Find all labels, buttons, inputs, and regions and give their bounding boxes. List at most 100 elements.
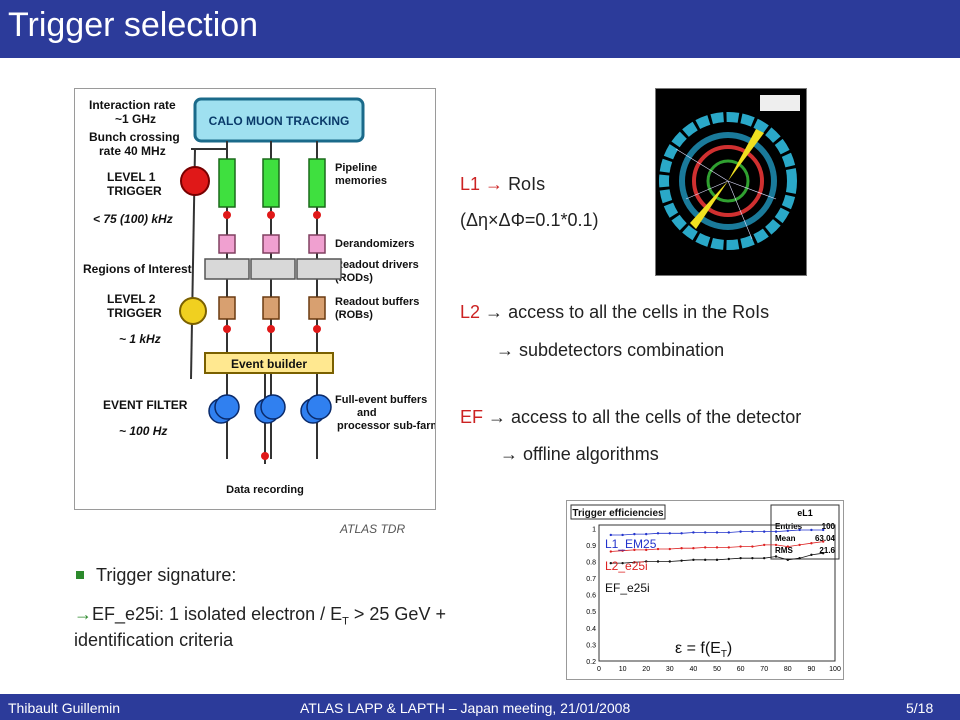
data-point (621, 549, 624, 552)
ef-line: EF → access to all the cells of the dete… (460, 407, 801, 428)
mean-label: Mean (775, 534, 796, 543)
data-recording-label: Data recording (226, 484, 304, 496)
x-tick-label: 70 (760, 666, 768, 673)
data-point (656, 560, 660, 563)
pipeline-label: Pipeline (335, 162, 377, 174)
l2-line2: → subdetectors combination (496, 340, 724, 361)
data-point (822, 528, 825, 532)
signature-bullet: Trigger signature: (96, 565, 237, 585)
legend-ef: EF_e25i (605, 581, 650, 595)
data-point (715, 531, 719, 534)
data-point (680, 547, 683, 550)
data-point (810, 528, 813, 532)
arrow-icon: → (488, 407, 507, 427)
data-point (668, 532, 671, 535)
series-group (609, 528, 825, 565)
footer-author: Thibault Guillemin (8, 700, 121, 716)
arrow-icon: → (74, 604, 92, 624)
data-point (798, 528, 801, 532)
l1-text: RoIs (508, 174, 546, 194)
interaction-rate-value: ~1 GHz (115, 112, 156, 126)
rms-value: 21.6 (819, 546, 835, 555)
y-tick-label: 0.9 (586, 543, 596, 550)
full-event-label: Full-event buffers (335, 394, 427, 406)
data-point (751, 545, 754, 548)
footer-page: 5/18 (906, 700, 934, 716)
data-point (680, 559, 683, 562)
y-tick-label: 0.4 (586, 626, 596, 633)
ef-text2: offline algorithms (523, 444, 659, 464)
data-point (774, 543, 778, 547)
l2-text2: subdetectors combination (519, 340, 725, 360)
data-point (692, 547, 695, 550)
data-point (668, 560, 671, 563)
legend-l1: L1_EM25 (605, 537, 657, 551)
data-point (727, 546, 730, 549)
diagram-caption: ATLAS TDR (340, 522, 406, 536)
x-tick-label: 10 (619, 666, 627, 673)
data-point (609, 533, 612, 537)
data-point (692, 558, 695, 562)
interaction-rate-label: Interaction rate (89, 98, 176, 112)
formula-sub: T (721, 649, 727, 660)
efficiency-plot: Trigger efficiencies eL1 Entries 10 0 Mea… (566, 500, 844, 680)
rate2-label: ~ 1 kHz (119, 332, 161, 346)
event-filter-label: EVENT FILTER (103, 398, 188, 412)
l2-prefix: L2 (460, 302, 481, 322)
bunch-rate-label: rate 40 MHz (99, 144, 166, 158)
data-point (656, 547, 660, 551)
y-tick-label: 0.8 (586, 559, 596, 566)
stat-name: eL1 (797, 508, 813, 518)
y-ticks: 10.90.80.70.60.50.40.30.2 (586, 526, 596, 666)
event-display-image (655, 88, 807, 276)
plot-title: Trigger efficiencies (572, 508, 664, 519)
detectors-label: CALO MUON TRACKING (209, 114, 350, 128)
data-point (751, 556, 754, 560)
data-point (739, 556, 742, 560)
data-point (774, 555, 778, 558)
arrow-icon: → (485, 174, 504, 194)
data-point (798, 543, 801, 547)
robs-label: (ROBs) (335, 309, 373, 321)
signature-line1-sub: T (342, 615, 349, 628)
level1-label: LEVEL 1 (107, 170, 156, 184)
roi-label: Regions of Interest (83, 262, 192, 276)
trigger2-label: TRIGGER (107, 306, 162, 320)
data-point (609, 550, 612, 553)
rate1-label: < 75 (100) kHz (93, 212, 173, 226)
y-tick-label: 0.3 (586, 642, 596, 649)
entries-label: Entries (775, 522, 803, 531)
x-tick-label: 30 (666, 666, 674, 673)
plot-frame (598, 524, 836, 662)
x-tick-label: 40 (690, 666, 698, 673)
and-label: and (357, 407, 377, 419)
bullet-icon (76, 571, 84, 579)
rods-label: (RODs) (335, 272, 373, 284)
rms-label: RMS (775, 546, 793, 555)
y-tick-label: 0.2 (586, 659, 596, 666)
data-point (822, 540, 825, 543)
data-point (786, 529, 789, 533)
data-point (774, 530, 778, 533)
readout-buffers-label: Readout buffers (335, 296, 419, 308)
signature-line1-a: EF_e25i: 1 isolated electron / E (92, 604, 343, 624)
data-point (704, 558, 707, 562)
x-tick-label: 90 (808, 666, 816, 673)
footer-bar: Thibault Guillemin ATLAS LAPP & LAPTH – … (0, 694, 960, 720)
data-point (609, 561, 612, 565)
bunch-crossing-label: Bunch crossing (89, 130, 180, 144)
data-point (810, 553, 813, 557)
signature-line2: identification criteria (74, 630, 234, 650)
y-tick-label: 0.7 (586, 576, 596, 583)
data-point (645, 532, 648, 536)
readout-drivers-label: Readout drivers (335, 259, 419, 271)
ef-prefix: EF (460, 407, 484, 427)
x-tick-label: 80 (784, 666, 792, 673)
memories-label: memories (335, 175, 387, 187)
l2-text: access to all the cells in the RoIs (508, 302, 770, 322)
x-tick-label: 0 (597, 666, 601, 673)
efficiency-plot-svg: Trigger efficiencies eL1 Entries 10 0 Mea… (570, 504, 841, 673)
signature-line1-b: > 25 GeV + (348, 604, 446, 624)
data-point (810, 542, 813, 545)
